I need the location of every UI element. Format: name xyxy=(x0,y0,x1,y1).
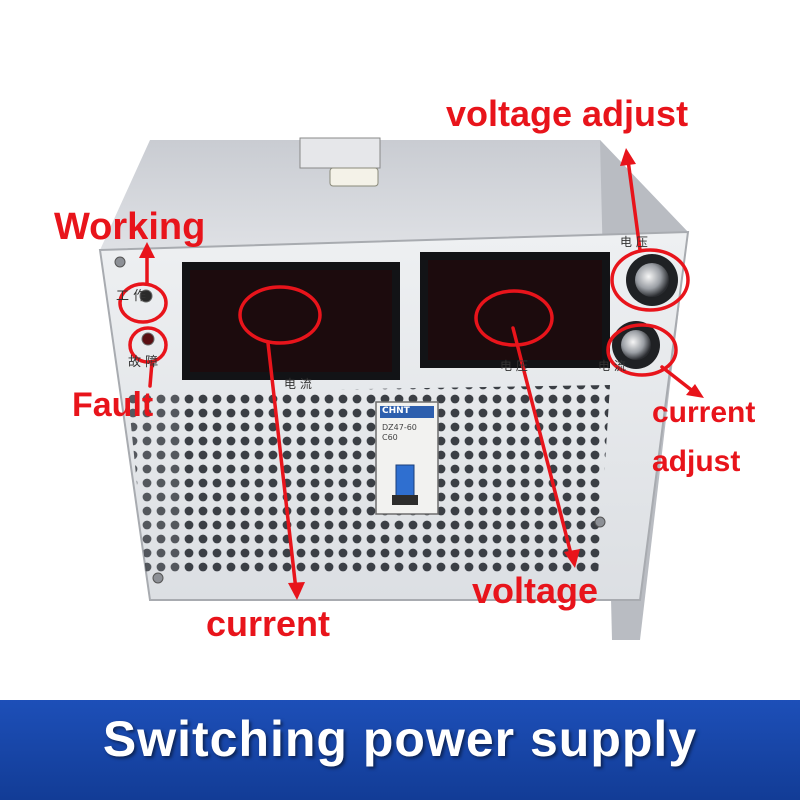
screw xyxy=(152,572,164,584)
voltage-knob-label: 电 压 xyxy=(620,235,648,249)
current-knob-highlight xyxy=(606,323,678,377)
working-arrow-head xyxy=(139,242,155,258)
current-adjust-arrow-head xyxy=(686,384,704,398)
current-adjust-annotation-line1: current xyxy=(652,396,756,429)
screw xyxy=(594,516,606,528)
voltage-display-highlight xyxy=(474,289,554,347)
breaker-toggle xyxy=(395,464,415,498)
work-indicator-label: 工 作 xyxy=(116,289,147,304)
voltage-knob-highlight xyxy=(610,248,690,312)
breaker-rating: C60 xyxy=(382,433,398,442)
fault-led xyxy=(141,332,155,346)
fault-annotation: Fault xyxy=(72,386,154,424)
fault-highlight xyxy=(128,326,168,364)
voltage-adjust-arrow-head xyxy=(620,148,636,166)
enclosure-top xyxy=(100,140,688,250)
current-annotation: current xyxy=(206,603,331,644)
breaker-model: DZ47-60 xyxy=(382,423,417,432)
title-banner xyxy=(0,700,800,800)
voltage-annotation: voltage xyxy=(472,570,599,611)
working-highlight xyxy=(118,282,168,324)
banner-title: Switching power supply xyxy=(102,711,698,767)
screw xyxy=(114,256,126,268)
current-display-label: 电 流 xyxy=(284,377,312,391)
voltage-display-label: 电 压 xyxy=(500,359,528,373)
current-knob-label: 电 流 xyxy=(598,359,626,373)
current-arrow-head xyxy=(288,582,305,600)
voltage-adjust-annotation: voltage adjust xyxy=(446,93,689,134)
working-annotation: Working xyxy=(54,206,206,248)
handle xyxy=(299,137,381,169)
fault-indicator-label: 故 障 xyxy=(128,355,159,370)
breaker-brand: CHNT xyxy=(382,406,410,416)
current-adjust-annotation-line2: adjust xyxy=(652,445,741,478)
voltage-arrow-head xyxy=(564,549,580,568)
working-led xyxy=(139,289,153,303)
current-display-highlight xyxy=(238,285,322,345)
